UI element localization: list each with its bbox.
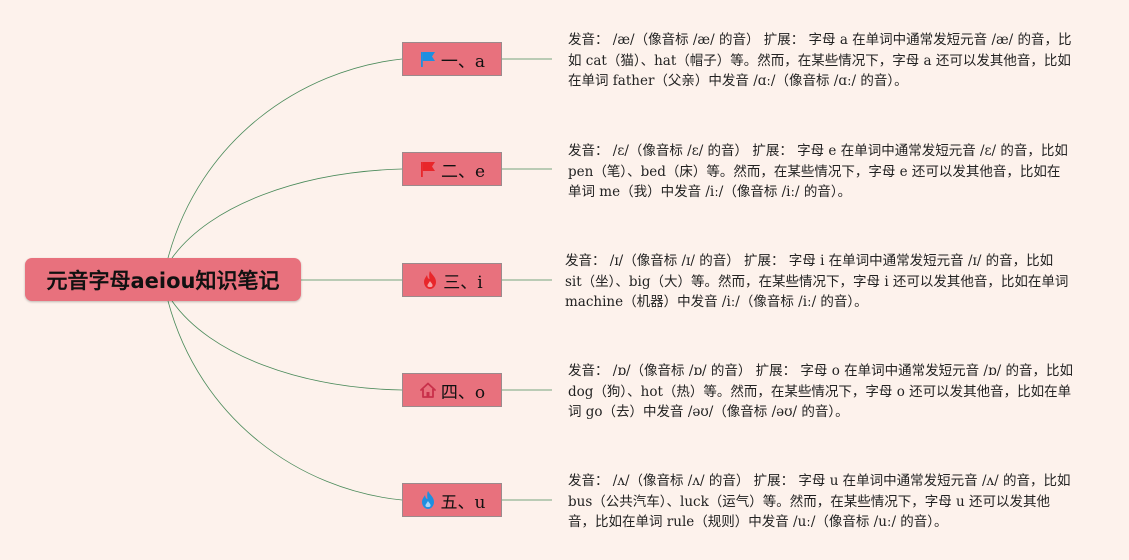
home-icon xyxy=(419,381,437,399)
branch-node-o[interactable]: 四、o xyxy=(402,373,502,407)
branch-node-u[interactable]: 五、u xyxy=(402,483,502,517)
connector-root-o xyxy=(171,300,403,391)
connector-root-u xyxy=(167,300,403,501)
red-flag-icon xyxy=(419,160,437,178)
branch-node-a[interactable]: 一、a xyxy=(402,42,502,76)
branch-label-o: 四、o xyxy=(440,382,486,403)
blue-flag-icon xyxy=(419,50,437,68)
root-label: 元音字母aeiou知识笔记 xyxy=(46,268,280,293)
note-a: 发音： /æ/（像音标 /æ/ 的音） 扩展： 字母 a 在单词中通常发短元音 … xyxy=(568,32,1072,89)
branch-label-a: 一、a xyxy=(440,51,486,72)
blue-flame-icon xyxy=(419,490,437,510)
connector-root-a xyxy=(167,58,403,259)
note-o: 发音： /ɒ/（像音标 /ɒ/ 的音） 扩展： 字母 o 在单词中通常发短元音 … xyxy=(568,363,1073,420)
root-node[interactable]: 元音字母aeiou知识笔记 xyxy=(25,258,301,301)
note-e: 发音： /ɛ/（像音标 /ɛ/ 的音） 扩展： 字母 e 在单词中通常发短元音 … xyxy=(568,143,1068,200)
branch-label-i: 三、i xyxy=(443,272,483,293)
note-i: 发音： /ɪ/（像音标 /ɪ/ 的音） 扩展： 字母 i 在单词中通常发短元音 … xyxy=(565,253,1069,310)
red-flame-icon xyxy=(421,270,439,290)
note-u: 发音： /ʌ/（像音标 /ʌ/ 的音） 扩展： 字母 u 在单词中通常发短元音 … xyxy=(568,473,1071,530)
branch-node-e[interactable]: 二、e xyxy=(402,152,502,186)
branch-label-u: 五、u xyxy=(440,492,486,513)
connector-root-e xyxy=(171,168,403,259)
branch-node-i[interactable]: 三、i xyxy=(402,263,502,297)
branch-label-e: 二、e xyxy=(440,161,486,182)
